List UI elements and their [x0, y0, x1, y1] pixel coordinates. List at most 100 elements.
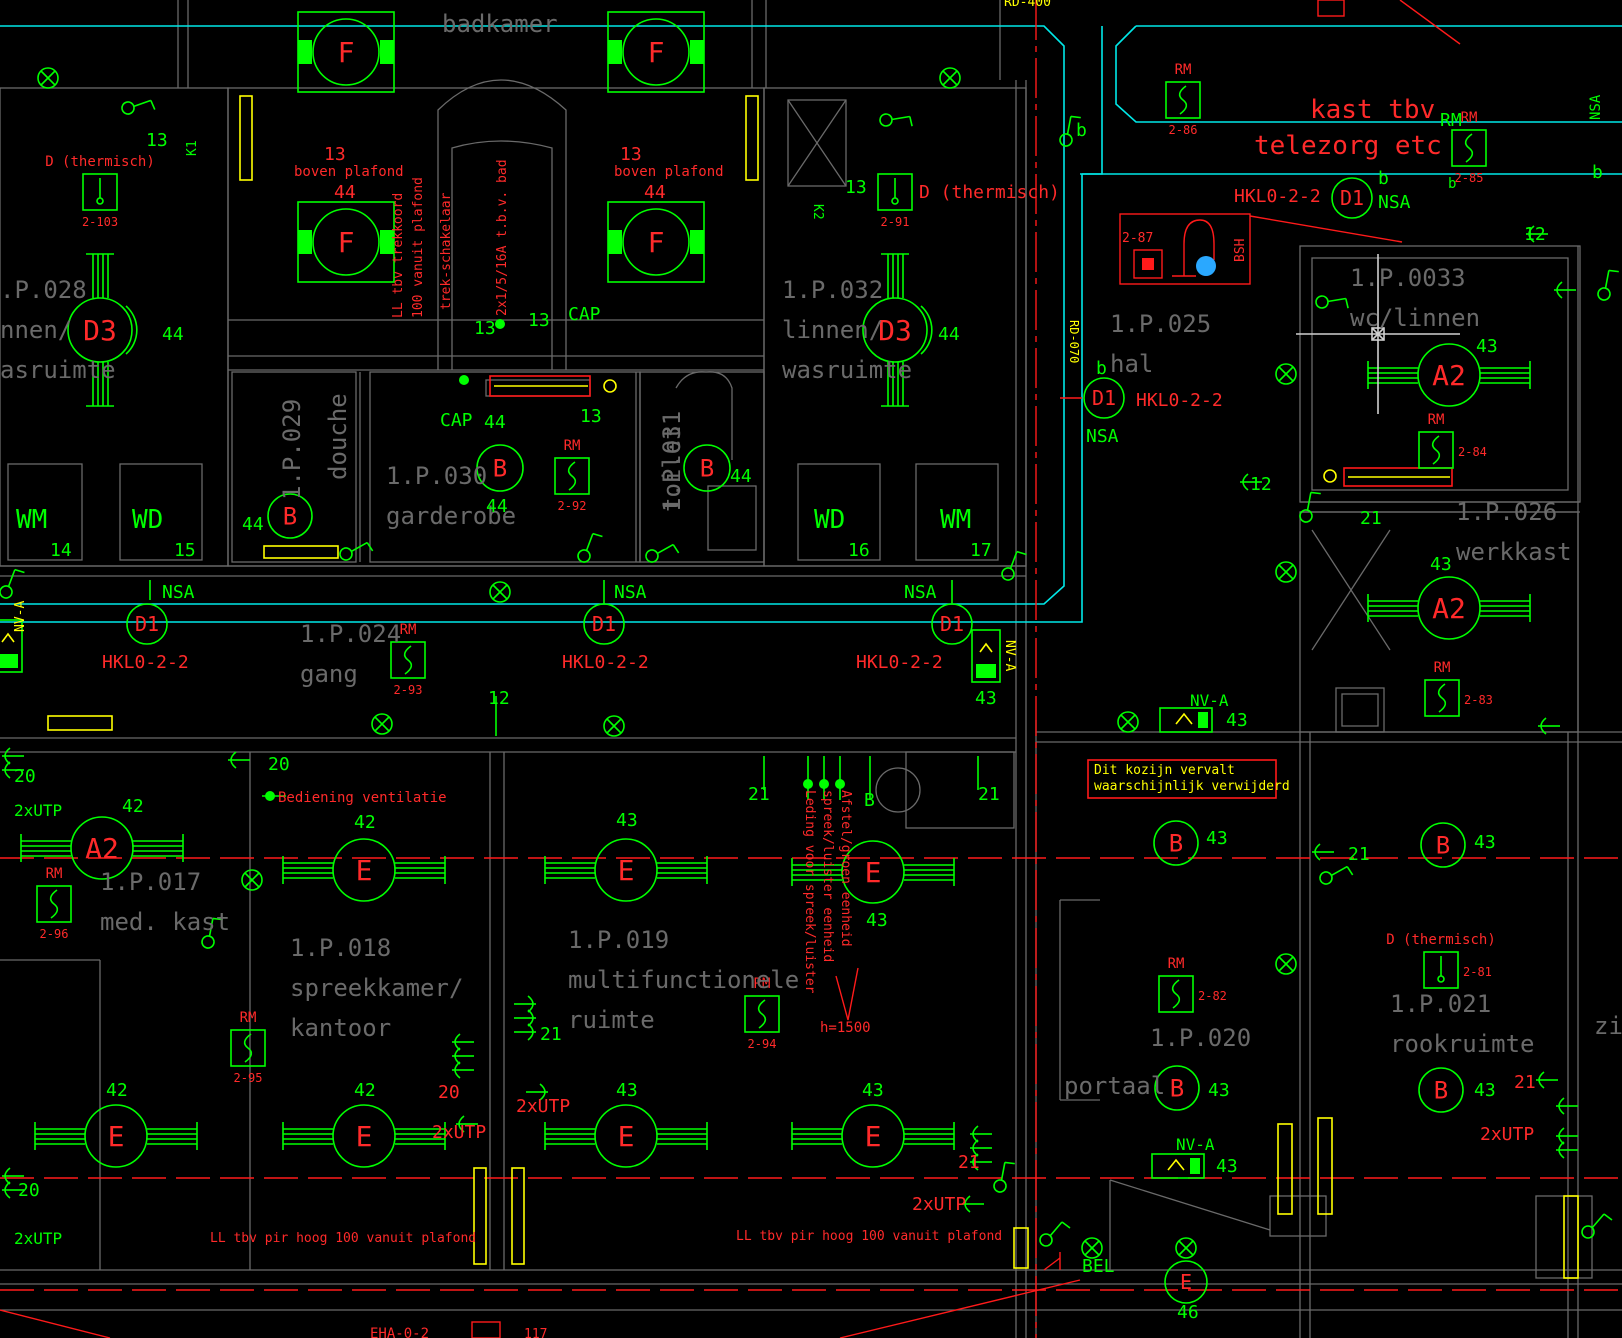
green-label: 44: [162, 324, 184, 345]
yellow-label: Dit kozijn vervalt: [1094, 763, 1235, 778]
sensor-type: RM: [1168, 956, 1185, 972]
yellow-label: NV-A: [13, 601, 28, 632]
room-label: garderobe: [386, 502, 516, 530]
fixture-e5: E: [282, 1104, 446, 1168]
sensor-code: 2-82: [1198, 989, 1227, 1003]
ceiling-x-symbol: [1275, 561, 1297, 583]
red-label: 2-87: [1122, 231, 1153, 246]
red-label: h=1500: [820, 1020, 871, 1036]
sensor-type: RM: [564, 438, 581, 454]
yellow-elements: [47, 95, 1579, 1279]
room-label: 1.P.020: [1150, 1024, 1251, 1052]
fixture-letter: E: [356, 854, 373, 887]
green-label: NV-A: [1190, 691, 1229, 710]
fixture-letter: B: [1434, 1077, 1448, 1105]
fixture-letter: E: [865, 856, 882, 889]
switch-symbol: [1319, 865, 1354, 885]
green-label: WM: [16, 505, 47, 535]
red-label: 20: [438, 1082, 460, 1103]
green-label: 43: [1474, 1080, 1496, 1101]
fixture-d1c: D1: [931, 603, 973, 645]
green-label: B: [864, 790, 875, 811]
room-label: spreekkamer/: [290, 974, 463, 1002]
green-label: 44: [484, 412, 506, 433]
vertical-note: LL tbv trekkoord: [391, 193, 406, 318]
fixture-a2c: A2: [20, 816, 184, 880]
fixture-letter: D1: [592, 612, 616, 636]
vertical-note: Leding voor spreek/luister: [802, 790, 817, 994]
yellow-label: waarschijnlijk verwijderd: [1094, 779, 1290, 794]
green-label: 43: [1226, 710, 1248, 731]
outlet-symbol: [1240, 473, 1262, 491]
green-label: 12: [1524, 224, 1546, 245]
green-label: NSA: [614, 582, 647, 603]
switch-symbol: [577, 532, 603, 563]
red-label: boven plafond: [614, 164, 724, 180]
fixture-letter: D3: [878, 314, 912, 347]
ceiling-x-symbol: [1117, 711, 1139, 733]
fixture-b6: B: [1154, 1065, 1200, 1111]
green-label: NSA: [904, 582, 937, 603]
red-label: 44: [644, 182, 666, 203]
fixture-letter: A2: [1432, 359, 1466, 392]
green-label: 43: [866, 910, 888, 931]
sensor-code: 2-96: [40, 927, 69, 941]
emergency-unit: [0, 619, 23, 673]
fixture-f3: F: [297, 201, 395, 283]
fixture-a2a: A2: [1367, 343, 1531, 407]
fixture-b5: B: [1420, 822, 1466, 868]
sensor-code: 2-92: [558, 499, 587, 513]
fixture-letter: D1: [940, 612, 964, 636]
emergency-unit: [971, 629, 1001, 683]
room-label: 1.P.032: [782, 276, 883, 304]
green-label: 13: [845, 177, 867, 198]
switch-symbol: [121, 99, 156, 115]
fixture-letter: E: [618, 1120, 635, 1153]
sensor-type: RM: [754, 976, 771, 992]
red-label: boven plafond: [294, 164, 404, 180]
room-label: 1.P.021: [1390, 990, 1491, 1018]
red-label: HKL0-2-2: [562, 652, 649, 673]
room-label: 1.P.017: [100, 868, 201, 896]
red-label: BSH: [1233, 239, 1248, 262]
nsa-right-label: NSA: [1588, 94, 1604, 120]
fixture-letter: D3: [83, 314, 117, 347]
room-label: 1.P.025: [1110, 310, 1211, 338]
green-label: 21: [1360, 508, 1382, 529]
green-label: BEL: [1082, 1256, 1115, 1277]
room-label: badkamer: [442, 10, 558, 38]
red-label: 13: [324, 144, 346, 165]
room-label: 1.P.019: [568, 926, 669, 954]
room-label: gang: [300, 660, 358, 688]
fixture-e7: E: [791, 1104, 955, 1168]
switch-symbol: [1581, 1213, 1613, 1239]
room-label: rookruimte: [1390, 1030, 1535, 1058]
outlet-symbol: [228, 751, 250, 769]
red-label: kast tbv: [1310, 95, 1435, 125]
fixture-letter: B: [700, 455, 714, 483]
sensor-rm13: 2-81D (thermisch): [1386, 932, 1496, 989]
green-label: 46: [1177, 1302, 1199, 1323]
vertical-note: trek-schakelaar: [439, 192, 454, 310]
sensor-type: D (thermisch): [1386, 932, 1496, 948]
switch-symbol: [1001, 550, 1027, 581]
fixture-letter: D1: [135, 612, 159, 636]
sensor-rm7: 2-92 RM: [554, 438, 590, 513]
outlet-symbol: [452, 1033, 474, 1079]
switch-symbol: [645, 543, 680, 563]
emergency-unit: [1151, 1153, 1205, 1179]
green-label: 2xUTP: [14, 1229, 62, 1248]
green-label: 44: [938, 324, 960, 345]
green-label: NV-A: [1176, 1135, 1215, 1154]
room-label: med. kast: [100, 908, 230, 936]
sensor-code: 2-93: [394, 683, 423, 697]
sensor-type: D (thermisch): [45, 154, 155, 170]
ceiling-x-symbol: [489, 581, 511, 603]
room-label: toilet: [658, 425, 686, 512]
